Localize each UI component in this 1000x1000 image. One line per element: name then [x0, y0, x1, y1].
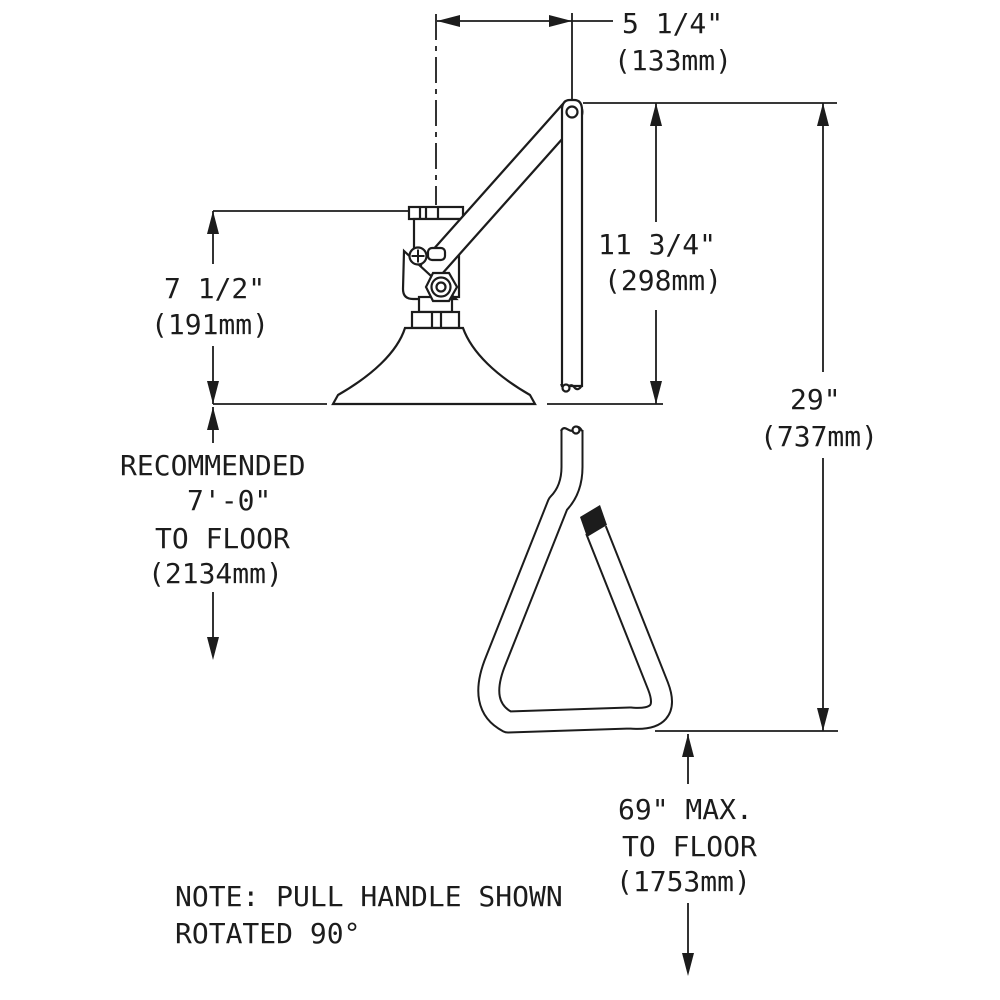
arrowhead-up [650, 103, 662, 126]
labels: 5 1/4" (133mm) 11 3/4" (298mm) 7 1/2" (1… [120, 7, 878, 950]
dim-floor-recommended-line4: (2134mm) [148, 557, 283, 590]
dimension-offset [437, 13, 613, 100]
dimension-rod-drop [583, 102, 837, 404]
arrowhead-up [207, 211, 219, 234]
handle-grip [580, 505, 607, 537]
dim-overall-imperial: 29" [790, 383, 841, 416]
actuator-arm [419, 99, 584, 281]
slot [426, 246, 447, 262]
shower-head [331, 326, 537, 406]
dim-floor-max-line2: TO FLOOR [622, 830, 757, 863]
dimension-overall [655, 103, 838, 732]
arrowhead-up [682, 734, 694, 757]
arrowhead-left [437, 15, 460, 27]
dim-overall-metric: (737mm) [760, 420, 878, 453]
dimension-head-height [207, 210, 663, 405]
bell [331, 326, 537, 406]
dim-rod-drop-imperial: 11 3/4" [598, 228, 716, 261]
arrowhead-up [207, 407, 219, 430]
dim-head-height-metric: (191mm) [151, 308, 269, 341]
dim-head-height-imperial: 7 1/2" [164, 272, 265, 305]
arrowhead-down [817, 708, 829, 731]
valve-nut [424, 271, 459, 303]
dim-floor-max-line1: 69" MAX. [618, 793, 753, 826]
dim-rod-drop-metric: (298mm) [604, 264, 722, 297]
arrowhead-down [207, 637, 219, 660]
arrowhead-down [682, 953, 694, 976]
dim-offset-metric: (133mm) [614, 44, 732, 77]
dim-floor-max-line3: (1753mm) [616, 865, 751, 898]
pull-handle [477, 425, 673, 734]
dim-floor-recommended-line2: 7'-0" [187, 484, 271, 517]
dimension-floor-max [682, 734, 694, 976]
arrowhead-up [817, 103, 829, 126]
dim-floor-recommended-line1: RECOMMENDED [120, 449, 305, 482]
inlet-fitting [407, 205, 465, 221]
pull-rod-upper [559, 98, 584, 393]
note-line2: ROTATED 90° [175, 917, 360, 950]
dim-offset-imperial: 5 1/4" [622, 7, 723, 40]
dim-floor-recommended-line3: TO FLOOR [155, 522, 290, 555]
arrowhead-right [549, 15, 572, 27]
dimension-floor-recommended [207, 407, 219, 660]
hex-fitting [410, 310, 461, 330]
pivot-hole [565, 105, 579, 119]
arrowhead-down [207, 381, 219, 404]
arrowhead-down [650, 381, 662, 404]
note-line1: NOTE: PULL HANDLE SHOWN [175, 880, 563, 913]
